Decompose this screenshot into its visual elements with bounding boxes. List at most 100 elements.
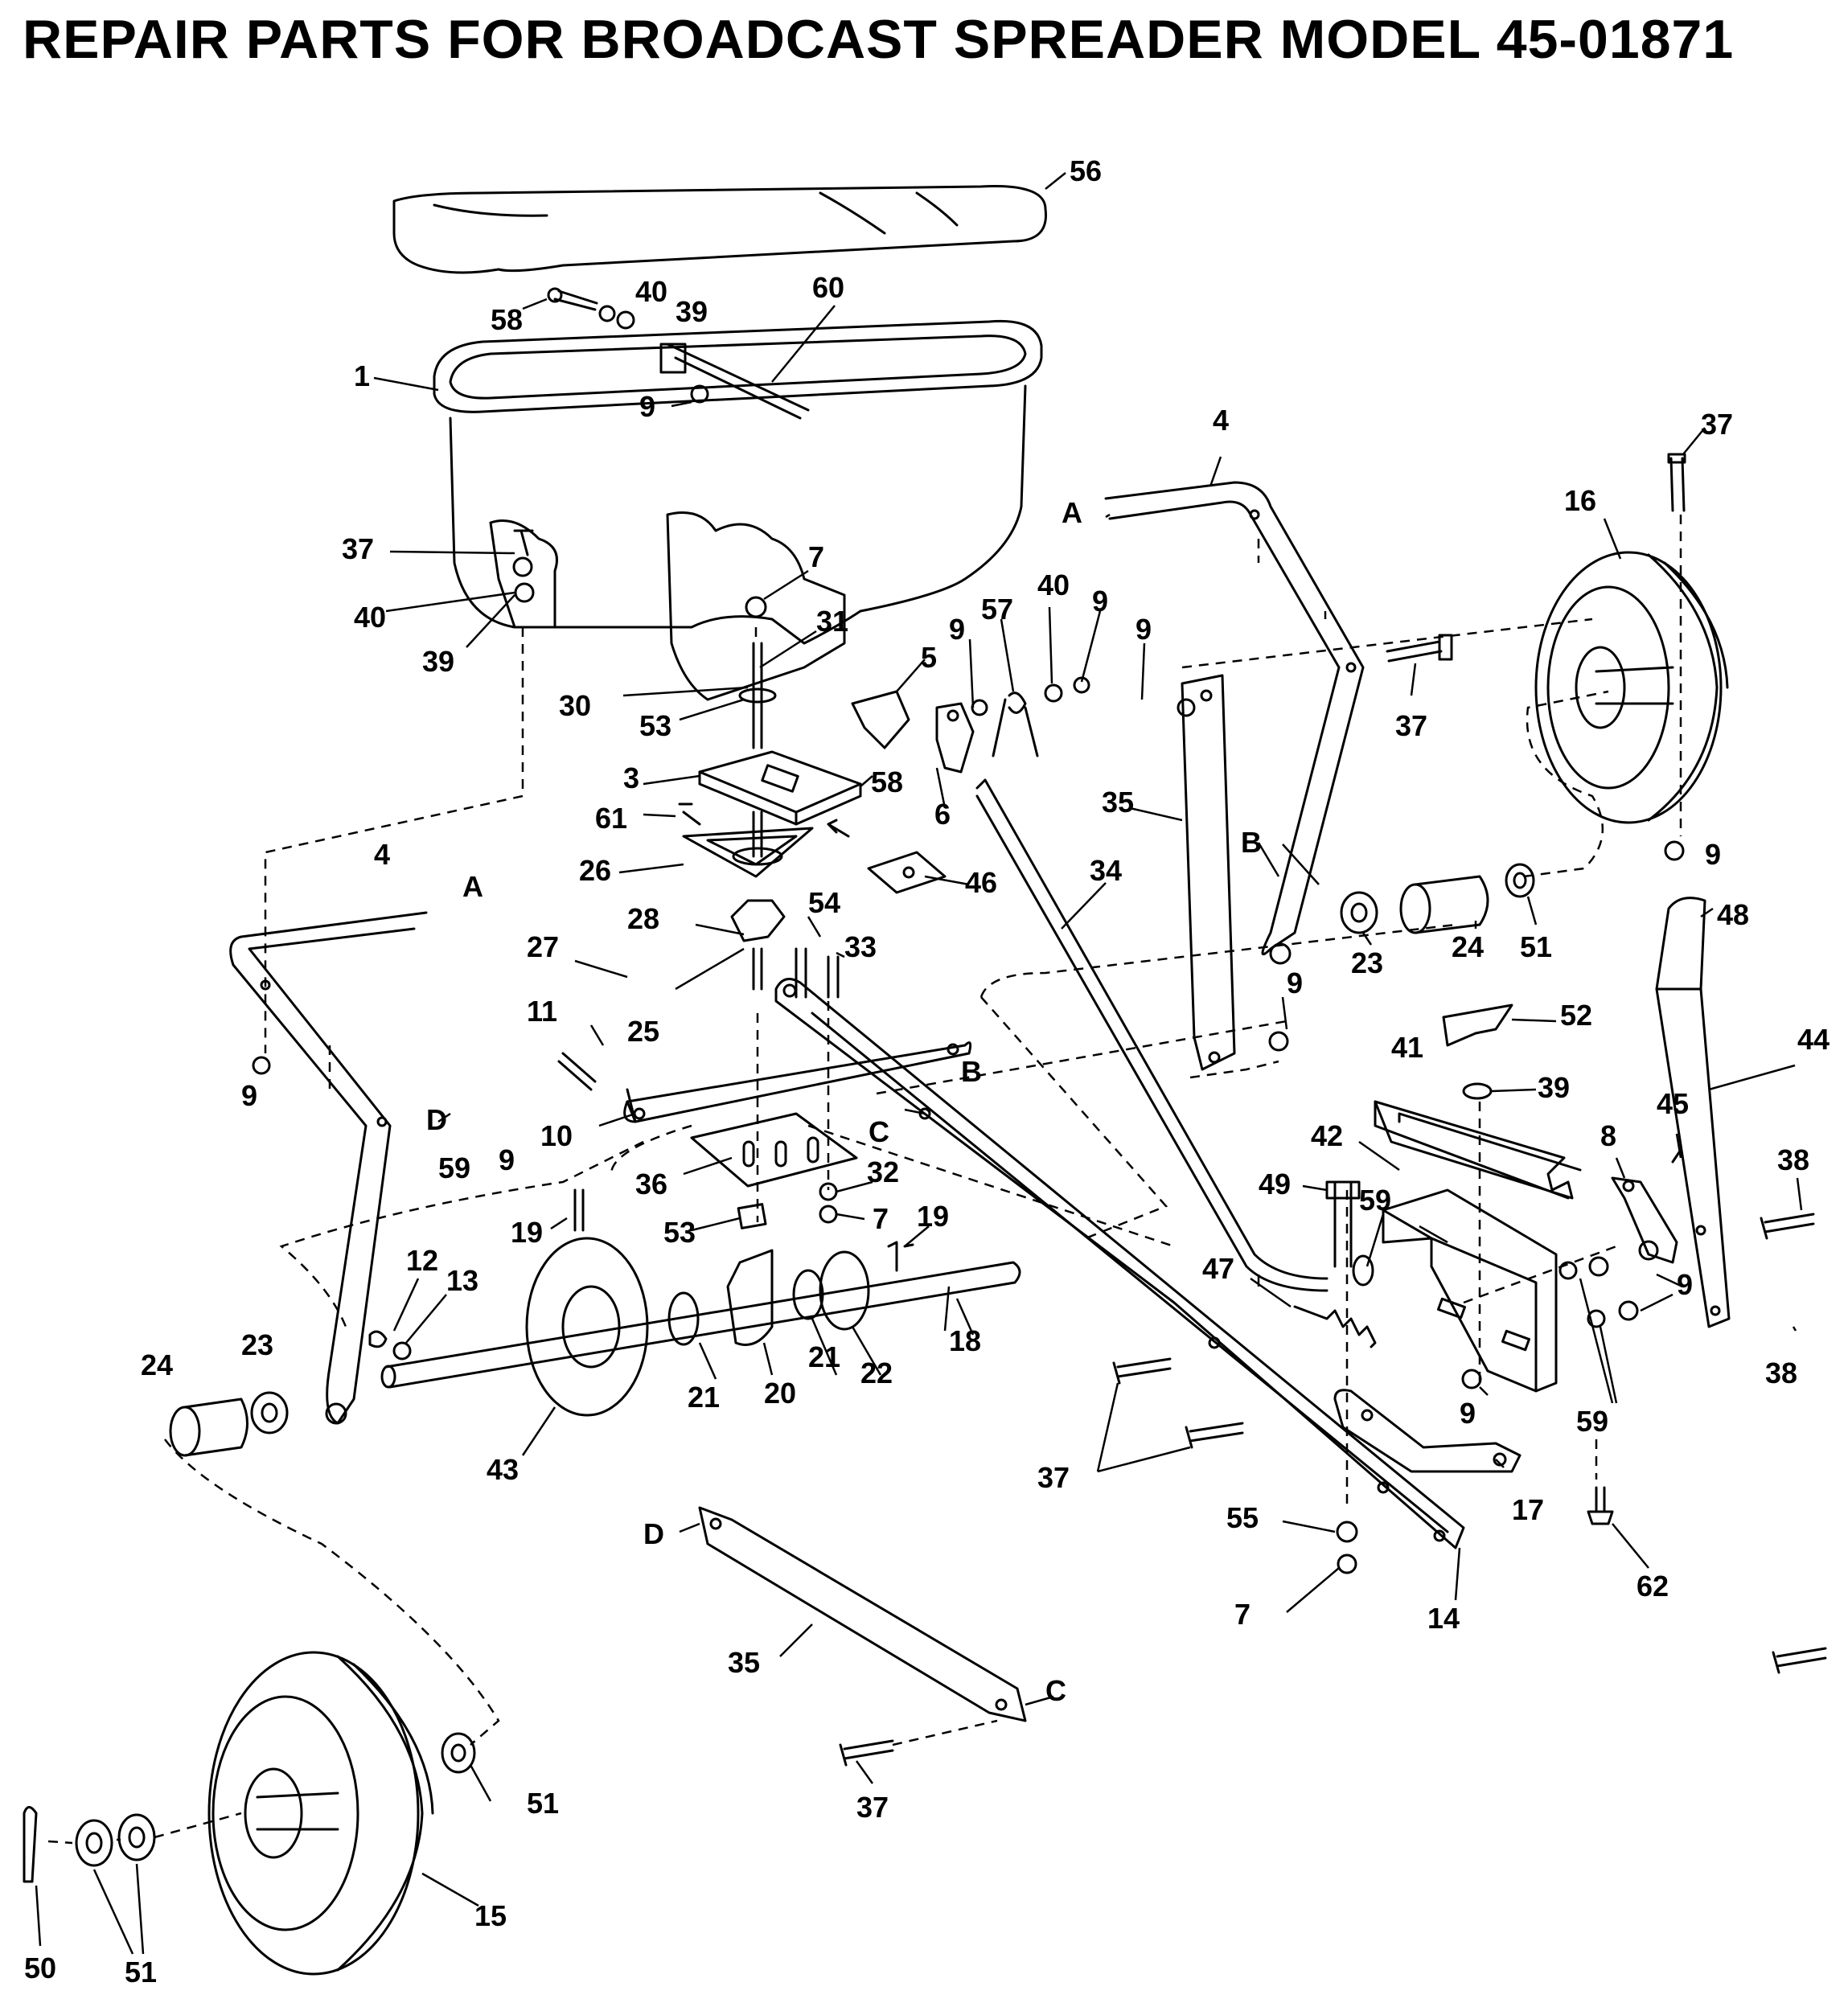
part-label-17: 17 [1512, 1493, 1544, 1526]
part-label-49: 49 [1259, 1168, 1291, 1201]
part-label-12: 12 [406, 1244, 438, 1277]
part-label-51: 51 [527, 1787, 559, 1820]
part-label-9: 9 [1460, 1397, 1476, 1430]
part-label-57: 57 [981, 593, 1013, 626]
part-label-34: 34 [1090, 854, 1122, 887]
part-label-54: 54 [808, 886, 840, 919]
part-label-35: 35 [728, 1646, 760, 1679]
wheel-left-hardware [23, 1732, 476, 1883]
part-label-7: 7 [873, 1202, 889, 1235]
part-label-30: 30 [559, 689, 591, 722]
callout-D: D [643, 1517, 664, 1550]
part-label-58: 58 [871, 765, 903, 798]
part-label-51: 51 [1520, 930, 1552, 963]
part-label-26: 26 [579, 854, 611, 887]
gate-linkage [851, 676, 1090, 774]
part-label-9: 9 [1092, 585, 1108, 618]
part-label-38: 38 [1777, 1143, 1809, 1176]
part-labels: 56 58 40 39 60 1 9 37 40 39 7 31 30 53 5… [24, 154, 1830, 1989]
part-label-36: 36 [635, 1168, 667, 1201]
part-label-7: 7 [808, 540, 824, 573]
part-label-9: 9 [1677, 1268, 1693, 1301]
part-label-23: 23 [1351, 946, 1383, 979]
callout-D: D [426, 1103, 447, 1136]
part-label-40: 40 [354, 601, 386, 634]
part-label-9: 9 [241, 1079, 257, 1112]
part-label-51: 51 [125, 1956, 157, 1989]
callout-B: B [961, 1055, 982, 1088]
hopper-hardware [512, 287, 767, 618]
part-label-22: 22 [860, 1356, 893, 1389]
fasteners [252, 453, 1827, 1767]
handle-lower-part [229, 911, 428, 1425]
callout-C: C [869, 1115, 889, 1148]
support-leg-lower-part [698, 1506, 1027, 1722]
part-label-40: 40 [1037, 568, 1070, 601]
part-label-9: 9 [1287, 967, 1303, 999]
part-label-53: 53 [663, 1216, 696, 1249]
part-label-13: 13 [446, 1264, 478, 1297]
spinner-assembly [678, 642, 947, 991]
part-label-10: 10 [540, 1119, 573, 1152]
axle-spacers-left [169, 1391, 289, 1457]
part-label-19: 19 [917, 1200, 949, 1233]
part-label-37: 37 [342, 532, 374, 565]
part-label-18: 18 [949, 1324, 981, 1357]
callout-A: A [1062, 496, 1082, 529]
part-label-1: 1 [354, 359, 370, 392]
part-label-20: 20 [764, 1377, 796, 1410]
part-label-43: 43 [487, 1453, 519, 1486]
part-label-53: 53 [639, 709, 671, 742]
part-label-62: 62 [1637, 1570, 1669, 1603]
part-label-59: 59 [438, 1151, 470, 1184]
part-label-6: 6 [934, 798, 951, 831]
callout-B: B [1241, 826, 1262, 859]
part-label-45: 45 [1657, 1087, 1689, 1120]
part-label-55: 55 [1226, 1501, 1259, 1534]
wheel-right-part [1534, 551, 1729, 824]
part-label-41: 41 [1391, 1031, 1423, 1064]
assembly-lines [47, 515, 1682, 1845]
part-label-24: 24 [141, 1348, 173, 1381]
part-label-38: 38 [1765, 1356, 1797, 1389]
spring-and-bolt [1293, 1180, 1377, 1348]
part-label-40: 40 [635, 275, 667, 308]
part-label-9: 9 [949, 613, 965, 646]
axle-bracket-parts [774, 978, 1522, 1549]
part-label-9: 9 [1705, 838, 1721, 871]
page-title: REPAIR PARTS FOR BROADCAST SPREADER MODE… [23, 9, 1735, 70]
part-label-39: 39 [676, 295, 708, 328]
part-label-58: 58 [491, 303, 523, 336]
part-label-3: 3 [623, 761, 639, 794]
part-label-21: 21 [688, 1381, 720, 1414]
part-label-14: 14 [1427, 1602, 1460, 1635]
gate-rod-part [975, 778, 1329, 1292]
part-label-8: 8 [1600, 1119, 1616, 1152]
axle-spacers-right [1340, 863, 1535, 934]
part-label-27: 27 [527, 930, 559, 963]
part-label-4: 4 [1213, 404, 1229, 437]
part-label-5: 5 [921, 641, 937, 674]
part-label-9: 9 [1135, 613, 1152, 646]
hopper-cover-part [392, 185, 1047, 274]
leader-lines [35, 172, 1803, 1955]
callout-A: A [462, 870, 483, 903]
main-axle-assembly [368, 1188, 1021, 1417]
part-label-48: 48 [1717, 898, 1749, 931]
lever-bracket-part [1461, 1148, 1682, 1389]
part-label-4: 4 [374, 838, 390, 871]
part-label-7: 7 [1234, 1598, 1250, 1631]
part-label-21: 21 [808, 1340, 840, 1373]
part-label-46: 46 [965, 866, 997, 899]
part-label-32: 32 [867, 1155, 899, 1188]
part-label-42: 42 [1311, 1119, 1343, 1152]
part-label-9: 9 [499, 1143, 515, 1176]
part-label-59: 59 [1576, 1405, 1608, 1438]
part-label-37: 37 [856, 1791, 889, 1824]
part-label-37: 37 [1037, 1461, 1070, 1494]
part-label-37: 37 [1701, 408, 1733, 441]
part-label-39: 39 [422, 645, 454, 678]
part-label-9: 9 [639, 390, 655, 423]
callout-C: C [1045, 1674, 1066, 1707]
control-lever-part [1655, 897, 1731, 1328]
